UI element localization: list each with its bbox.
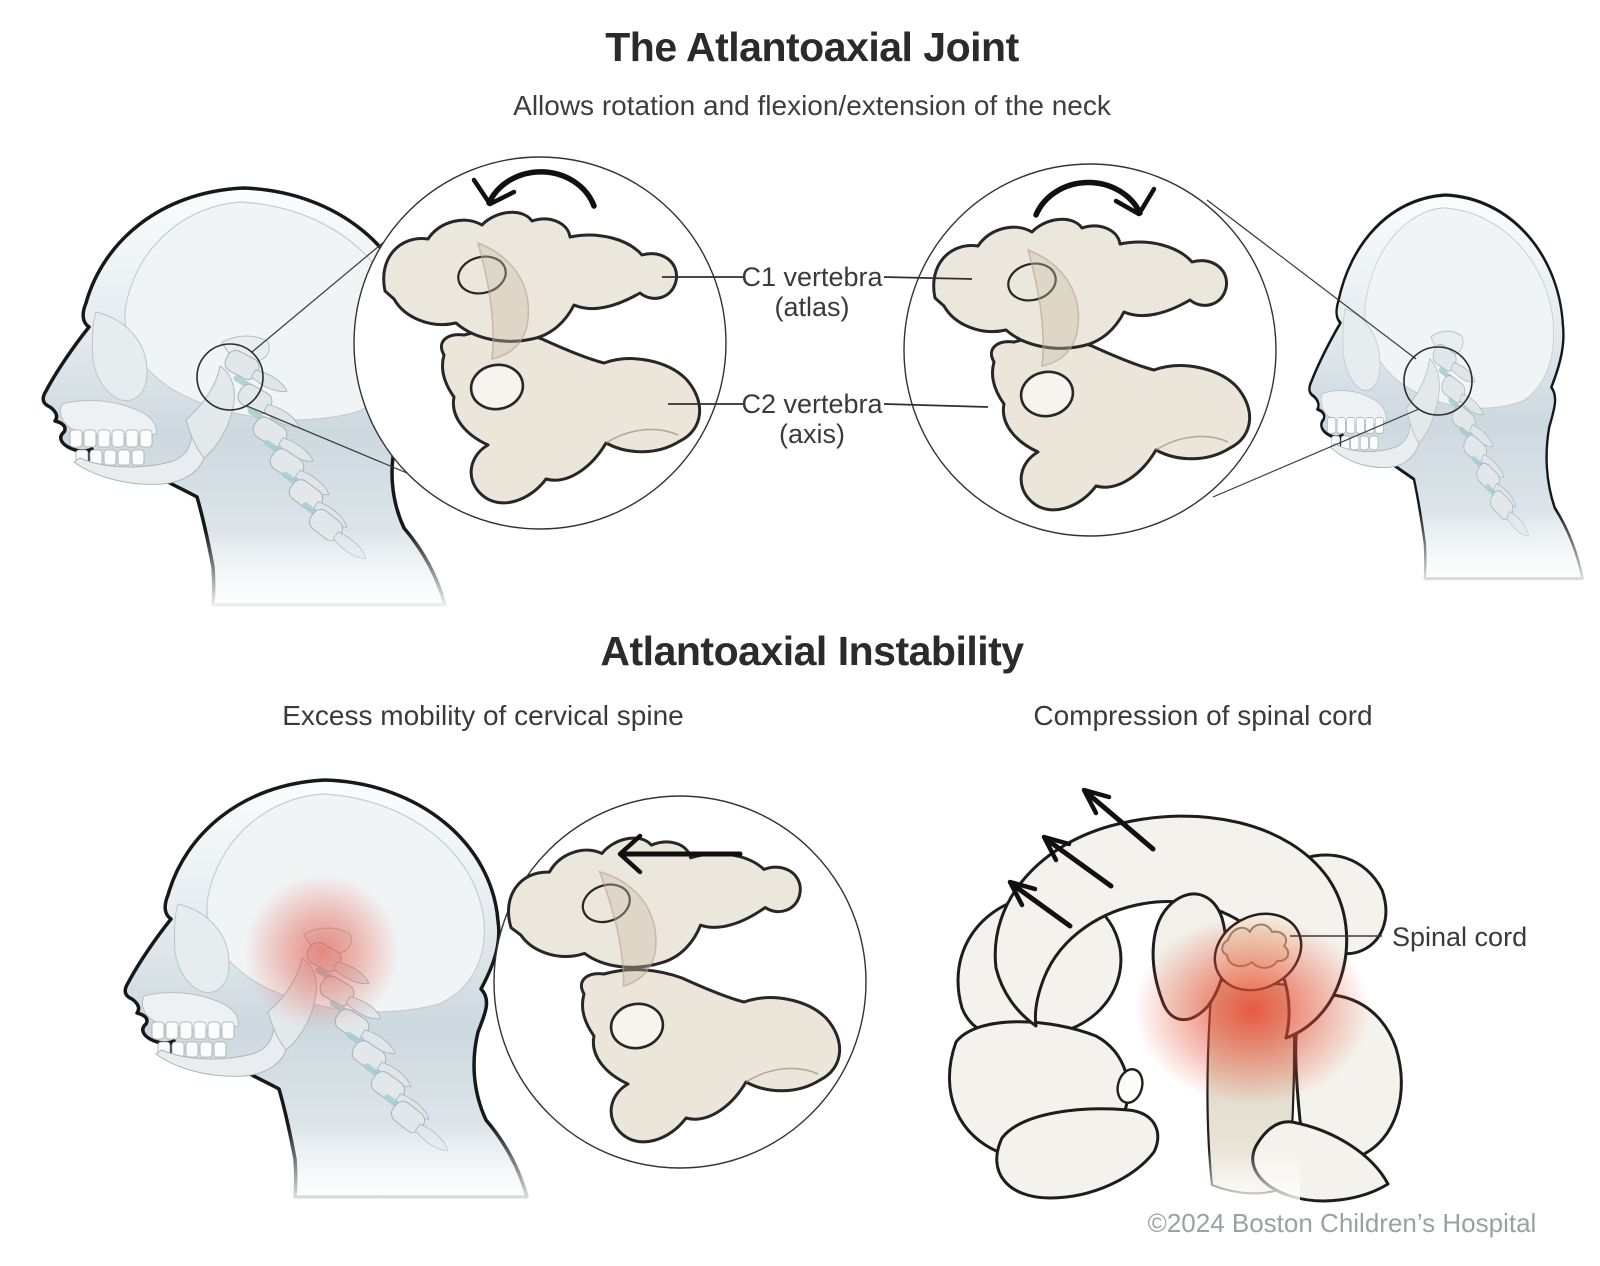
c2-vertebra-alias: (axis) [779, 419, 845, 449]
c1-label-leaders [662, 276, 973, 280]
joint-zoom-circle-left [353, 156, 727, 530]
top-section-subtitle: Allows rotation and flexion/extension of… [513, 90, 1111, 121]
excess-mobility-caption: Excess mobility of cervical spine [282, 700, 684, 731]
compression-caption: Compression of spinal cord [1033, 700, 1373, 731]
spinal-cord-label: Spinal cord [1392, 922, 1528, 952]
copyright-notice: ©2024 Boston Children’s Hospital [1147, 1208, 1537, 1238]
top-section-title: The Atlantoaxial Joint [605, 24, 1019, 70]
skull-profile-bottom-left [123, 778, 529, 1199]
magnifier-leader-lines-right [1206, 199, 1420, 498]
joint-zoom-circle-right [903, 163, 1277, 537]
rotation-arrow-left-icon [471, 169, 597, 209]
displacement-arrow-icon [617, 833, 743, 875]
fade-right [1255, 510, 1600, 605]
zoom-source-circle-left [196, 343, 264, 411]
instability-zoom-circle [493, 795, 867, 1169]
rotation-arrow-right-icon [1033, 179, 1157, 218]
spinal-cord-compression-illustration [947, 787, 1403, 1220]
compression-red-glow [1134, 915, 1370, 1105]
c1-vertebra-name: C1 vertebra [741, 262, 883, 292]
c1-vertebra-label: C1 vertebra (atlas) [712, 262, 912, 322]
c2-vertebra-name: C2 vertebra [741, 389, 883, 419]
fade-bottom-left [50, 1125, 560, 1225]
force-arrows-icon [1007, 787, 1156, 929]
instability-red-glow [244, 874, 400, 1030]
c1-vertebra-alias: (atlas) [774, 292, 850, 322]
c2-vertebra-label: C2 vertebra (axis) [712, 389, 912, 449]
c2-label-leaders [668, 403, 989, 408]
fade-left [0, 530, 540, 625]
bottom-section-title: Atlantoaxial Instability [600, 628, 1024, 674]
zoom-source-circle-right [1403, 346, 1473, 416]
